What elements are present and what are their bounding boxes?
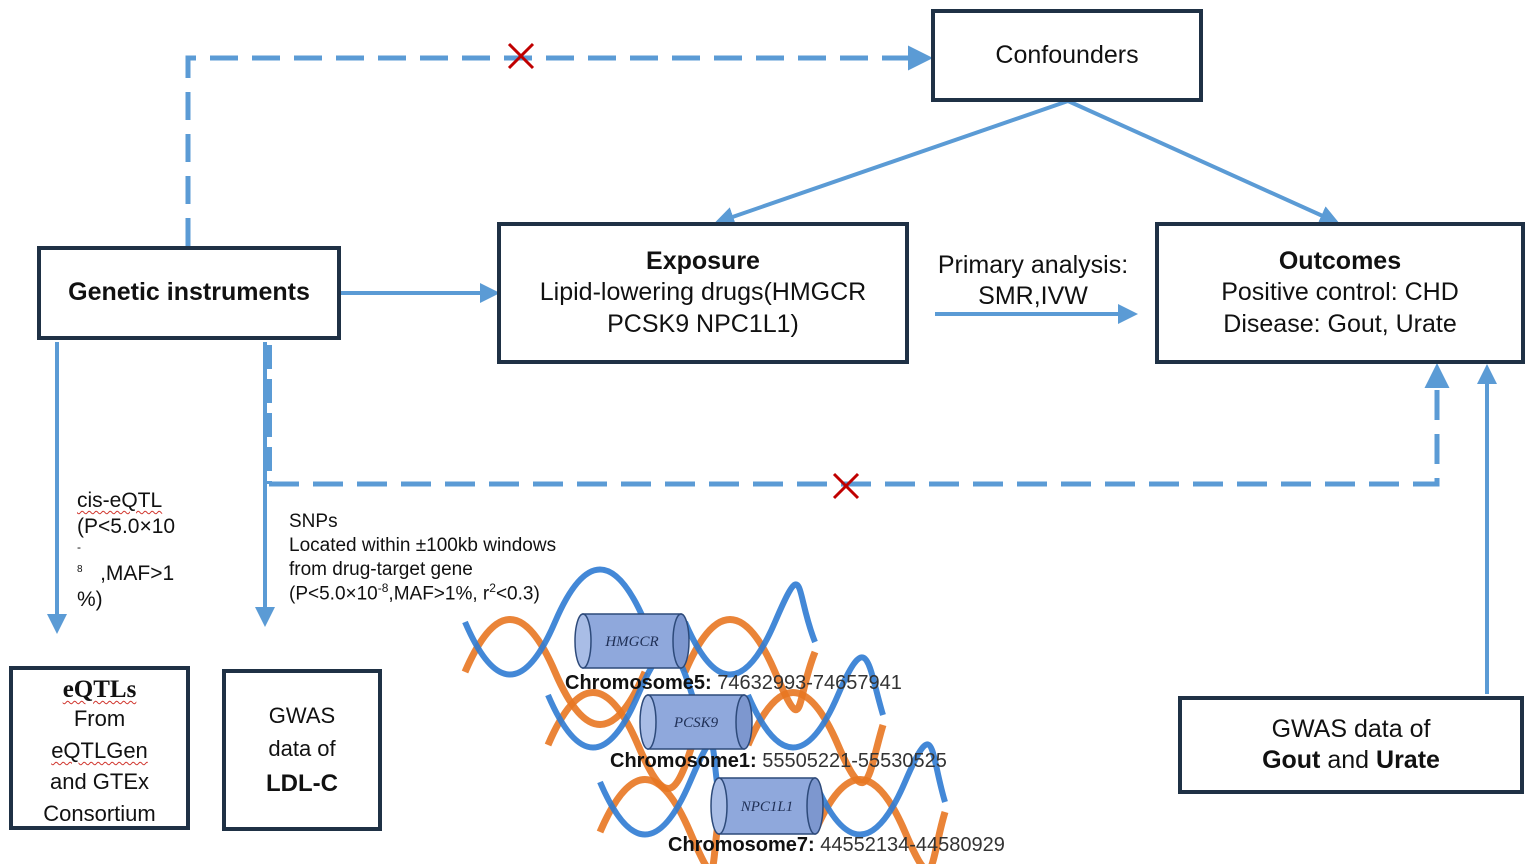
primary-analysis-label: Primary analysis: SMR,IVW: [931, 250, 1135, 313]
arrow-confounders-to-exposure: [714, 99, 1069, 227]
gene-cylinder-hmgcr: HMGCR: [574, 613, 690, 669]
outcomes-line2: Disease: Gout, Urate: [1223, 309, 1457, 338]
eqtl-criteria-line2: (P<5.0×10: [77, 515, 176, 539]
snp-criteria-line3: from drug-target gene: [289, 558, 473, 580]
eqtls-line1: From: [73, 706, 126, 732]
chromosome-name-pcsk9: Chromosome1:: [610, 750, 757, 772]
gwas-ldl-line1: GWAS: [268, 702, 336, 728]
eqtl-criteria-line4-text: ,MAF>1: [100, 561, 175, 585]
dashed-arrow-instruments-to-confounders: [185, 45, 933, 246]
chromosome-name-npc1l1: Chromosome7:: [668, 834, 815, 856]
eqtls-line4: Consortium: [43, 800, 156, 826]
exposure-box: Exposure Lipid-lowering drugs(HMGCR PCSK…: [497, 222, 909, 364]
eqtl-criteria-sup: 8: [77, 563, 83, 575]
snp-criteria-line1: SNPs: [289, 511, 338, 532]
gene-cylinder-pcsk9: PCSK9: [639, 694, 753, 750]
primary-analysis-line1: Primary analysis:: [937, 251, 1129, 279]
snp-criteria-text: SNPs Located within ±100kb windows from …: [289, 510, 556, 606]
gwas-gout-box: GWAS data of Gout and Urate: [1178, 696, 1524, 794]
chromosome-name-hmgcr: Chromosome5:: [565, 672, 712, 694]
eqtls-box: eQTLs From eQTLGen and GTEx Consortium: [9, 666, 190, 830]
genetic-instruments-label: Genetic instruments: [68, 278, 310, 307]
chromosome-range-npc1l1: 44552134-44580929: [820, 834, 1005, 856]
snp-criteria-line4-c: <0.3): [495, 583, 540, 605]
snp-criteria-line4-b: ,MAF>1%, r: [388, 583, 490, 605]
chromosome-label-hmgcr: Chromosome5: 74632993-74657941: [565, 672, 902, 695]
gwas-gout-urate: Urate: [1376, 746, 1440, 774]
confounders-box: Confounders: [931, 9, 1203, 102]
eqtl-criteria-line4: 8 ,MAF>1: [77, 561, 175, 587]
genetic-instruments-box: Genetic instruments: [37, 246, 341, 340]
eqtls-line2: eQTLGen: [51, 737, 148, 763]
gwas-ldl-line3: LDL-C: [266, 769, 338, 797]
eqtls-line3: and GTEx: [49, 769, 150, 795]
chromosome-range-hmgcr: 74632993-74657941: [717, 672, 902, 694]
gwas-gout-line1: GWAS data of: [1271, 714, 1431, 743]
outcomes-line1: Positive control: CHD: [1221, 278, 1459, 307]
confounders-label: Confounders: [995, 40, 1139, 69]
gene-label-pcsk9: PCSK9: [673, 715, 719, 731]
cross-icon-bottom: [832, 472, 860, 500]
eqtl-criteria-line5: %): [77, 587, 103, 611]
primary-analysis-line2: SMR,IVW: [978, 282, 1088, 311]
gwas-gout-and: and: [1327, 746, 1370, 774]
dna-helix-npc1l1: [596, 741, 949, 864]
chromosome-label-npc1l1: Chromosome7: 44552134-44580929: [668, 834, 1005, 857]
gene-label-hmgcr: HMGCR: [604, 634, 658, 650]
cross-icon-top: [507, 42, 535, 70]
snp-criteria-line2: Located within ±100kb windows: [289, 534, 557, 556]
eqtl-criteria-line1: cis-eQTL: [77, 489, 163, 512]
gwas-ldl-line2: data of: [268, 736, 336, 761]
gwas-ldl-box: GWAS data of LDL-C: [222, 669, 382, 831]
outcomes-title: Outcomes: [1278, 247, 1402, 276]
exposure-title: Exposure: [646, 247, 760, 276]
snp-criteria-line4: (P<5.0×10-8,MAF>1%, r2<0.3): [289, 581, 556, 606]
snp-criteria-line4-sup2: 2: [489, 581, 496, 596]
chromosome-range-pcsk9: 55505221-55530525: [762, 750, 947, 772]
chromosome-label-pcsk9: Chromosome1: 55505221-55530525: [610, 750, 947, 773]
snp-criteria-line4-sup: -8: [377, 581, 389, 596]
dashed-arrow-instruments-to-outcomes: [269, 363, 1450, 487]
eqtls-title: eQTLs: [62, 676, 137, 703]
gwas-gout-gout: Gout: [1262, 746, 1321, 774]
snp-criteria-line4-a: (P<5.0×10: [289, 583, 378, 605]
exposure-line2: PCSK9 NPC1L1): [607, 309, 799, 338]
arrow-confounders-to-outcomes: [1067, 99, 1340, 225]
gene-label-npc1l1: NPC1L1: [740, 799, 794, 815]
gene-cylinder-npc1l1: NPC1L1: [710, 777, 824, 835]
eqtl-criteria-text: cis-eQTL (P<5.0×10 - 8 ,MAF>1 %): [77, 488, 175, 613]
eqtl-criteria-line3: -: [77, 539, 81, 554]
outcomes-box: Outcomes Positive control: CHD Disease: …: [1155, 222, 1525, 364]
exposure-line1: Lipid-lowering drugs(HMGCR: [539, 278, 867, 307]
gwas-gout-line2: Gout and Urate: [1262, 745, 1440, 776]
